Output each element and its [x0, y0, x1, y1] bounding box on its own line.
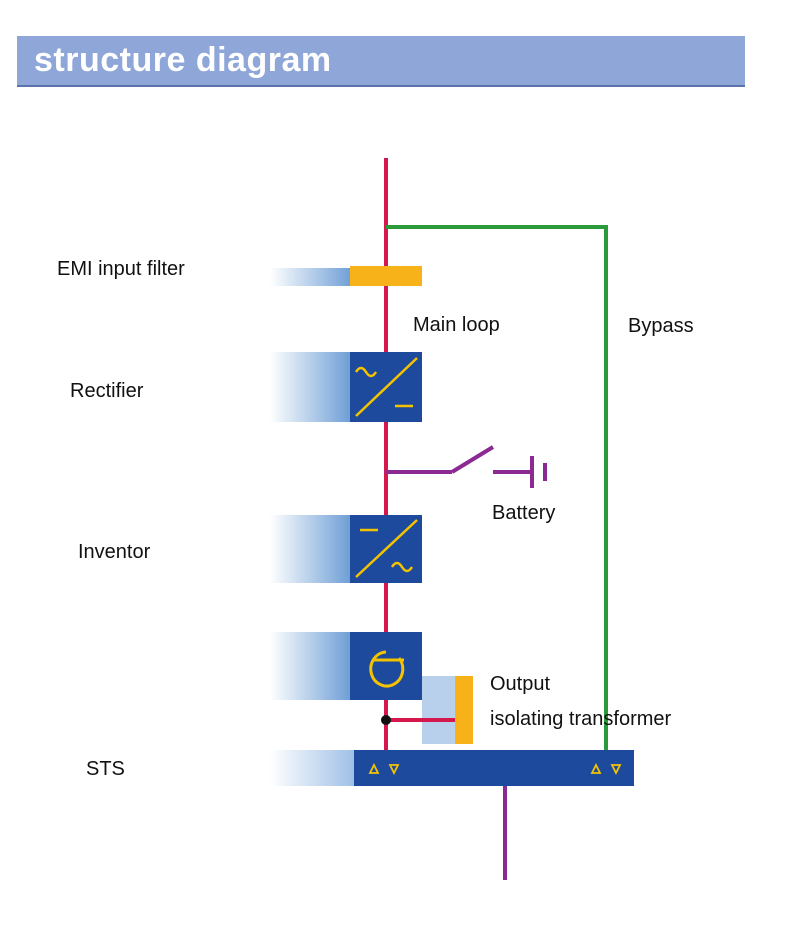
- transformer-block: [350, 632, 422, 700]
- label-rectifier: Rectifier: [70, 380, 144, 402]
- label-sts: STS: [86, 758, 125, 780]
- label-bypass: Bypass: [628, 315, 694, 337]
- inverter-shade: [270, 515, 350, 583]
- page-title: structure diagram: [34, 41, 332, 79]
- sts-block: [354, 750, 634, 786]
- header-bar: structure diagram: [17, 36, 745, 87]
- label-output-line1: Output: [490, 673, 550, 695]
- emi-filter-bar: [350, 266, 422, 286]
- transformer-bar: [455, 676, 473, 744]
- emi-filter-shade: [270, 268, 352, 286]
- sts-shade: [270, 750, 356, 786]
- transformer-shade: [270, 632, 350, 700]
- label-output-line2: isolating transformer: [490, 708, 672, 730]
- junction-dot: [381, 715, 391, 725]
- transformer-connector-shade: [422, 676, 456, 744]
- bypass-line: [386, 225, 608, 752]
- label-battery: Battery: [492, 502, 555, 524]
- transformer-symbol: [369, 650, 405, 688]
- label-emi-filter: EMI input filter: [57, 258, 185, 280]
- label-main-loop: Main loop: [413, 314, 500, 336]
- rectifier-symbol: [354, 357, 418, 417]
- rectifier-shade: [270, 352, 350, 422]
- sts-switch-symbols: [368, 762, 622, 776]
- battery-branch: [386, 445, 547, 488]
- label-inverter: Inventor: [78, 541, 151, 563]
- inverter-symbol: [355, 519, 418, 578]
